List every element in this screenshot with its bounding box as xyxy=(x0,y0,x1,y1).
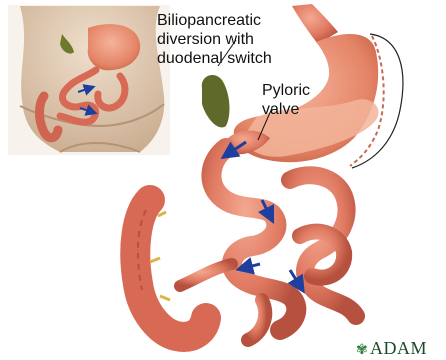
inset-torso xyxy=(8,5,170,155)
gallbladder xyxy=(202,75,230,127)
title-line-1: Biliopancreatic xyxy=(157,11,297,30)
pyloric-line-2: valve xyxy=(262,100,342,119)
ileocecal-connection xyxy=(180,264,232,286)
title-line-3: duodenal switch xyxy=(157,49,297,68)
adam-flower-icon: ✾ xyxy=(356,342,370,359)
title-line-2: diversion with xyxy=(157,30,297,49)
pyloric-line-1: Pyloric xyxy=(262,81,342,100)
adam-logo-text: ADAM xyxy=(370,338,427,358)
adam-logo: ✾ADAM xyxy=(356,338,427,359)
intestine-segment xyxy=(248,300,265,340)
procedure-title: Biliopancreatic diversion with duodenal … xyxy=(157,11,297,68)
flow-arrow-channel xyxy=(244,264,260,268)
colon xyxy=(135,200,206,337)
pyloric-valve-label: Pyloric valve xyxy=(262,81,342,119)
